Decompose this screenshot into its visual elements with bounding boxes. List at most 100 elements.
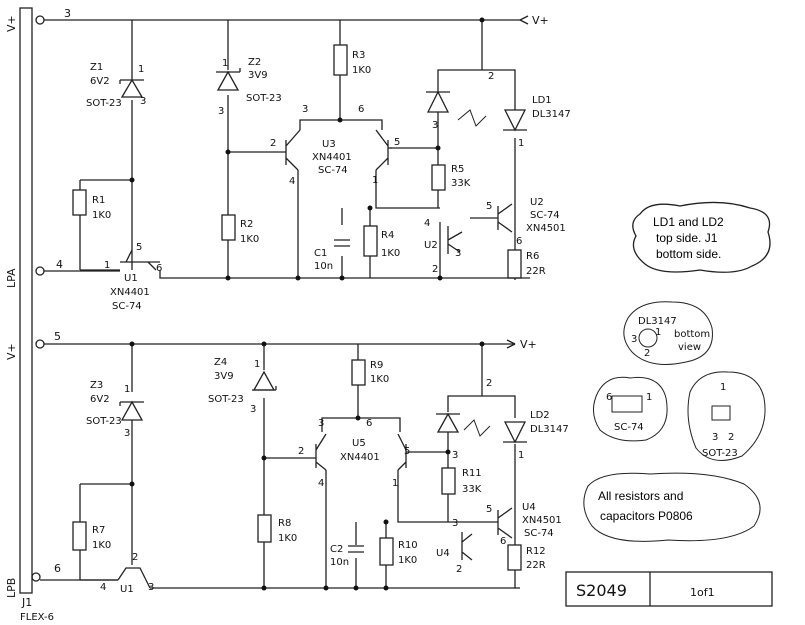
z2-pin3: 3 xyxy=(218,106,224,117)
sc74-label: SC-74 xyxy=(614,422,644,433)
resistor-r7 xyxy=(72,521,87,551)
resistor-r11 xyxy=(441,467,456,495)
transistor-u1 xyxy=(120,249,160,271)
sot23-package-icon xyxy=(711,405,731,421)
sot23-pin3: 3 xyxy=(712,432,718,443)
vplus-bottom-arrow xyxy=(506,339,516,349)
title-block xyxy=(565,571,773,607)
dl3147-pin2: 2 xyxy=(644,348,650,359)
r6-value: 22R xyxy=(526,266,546,277)
u3-pin4: 4 xyxy=(289,176,295,187)
r7-value: 1K0 xyxy=(92,540,111,551)
u5-pin5: 5 xyxy=(404,446,410,457)
r12-ref: R12 xyxy=(526,546,546,557)
r12-value: 22R xyxy=(526,560,546,571)
zener-z1 xyxy=(119,78,144,98)
u3-ref: U3 xyxy=(322,139,336,150)
u2-ref: U2 xyxy=(530,197,544,208)
z3-value: 6V2 xyxy=(90,394,110,405)
sc74-pin6: 6 xyxy=(606,392,612,403)
ld1-part: DL3147 xyxy=(532,109,571,120)
r4-value: 1K0 xyxy=(381,248,400,259)
j1-pin4-terminal xyxy=(35,266,45,276)
u4-part: XN4501 xyxy=(522,515,562,526)
u2-pin5: 5 xyxy=(486,201,492,212)
bottom-wires xyxy=(40,343,520,589)
z2-pin1: 1 xyxy=(222,58,228,69)
sot23-bubble xyxy=(687,371,766,461)
r4-ref: R4 xyxy=(381,230,394,241)
vplus-bottom-text: V+ xyxy=(520,338,537,351)
sc74-bubble xyxy=(593,376,668,442)
z3-pin1: 1 xyxy=(124,384,130,395)
j1-ref-label: J1 xyxy=(21,596,32,609)
zener-z3 xyxy=(119,400,144,421)
r9-value: 1K0 xyxy=(370,374,389,385)
ld2-ref: LD2 xyxy=(530,410,550,421)
u4-pin3: 3 xyxy=(452,518,458,529)
z4-pin1: 1 xyxy=(254,359,260,370)
z2-ref: Z2 xyxy=(248,57,261,68)
u5-pin1: 1 xyxy=(392,478,398,489)
u2-pin4: 4 xyxy=(424,218,430,229)
r2-ref: R2 xyxy=(240,219,253,230)
connector-j1-body xyxy=(19,7,33,594)
dl3147-pin3: 3 xyxy=(631,334,637,345)
j1-pin5-terminal xyxy=(35,339,45,349)
z1-value: 6V2 xyxy=(90,76,110,87)
u3-part: XN4401 xyxy=(312,152,352,163)
u5-pin4: 4 xyxy=(318,478,324,489)
ld1-pin2: 2 xyxy=(488,71,494,82)
z1-pin1: 1 xyxy=(138,64,144,75)
u2-pin3: 3 xyxy=(455,248,461,259)
vplus-top-arrow xyxy=(519,15,529,25)
cloud-line-3: bottom side. xyxy=(656,247,721,261)
u5-ref: U5 xyxy=(352,438,366,449)
u5-pin6: 6 xyxy=(366,418,372,429)
capacitor-c1 xyxy=(334,239,350,247)
r3-value: 1K0 xyxy=(352,65,371,76)
u2-pin2: 2 xyxy=(432,264,438,275)
j1-type-label: FLEX-6 xyxy=(20,612,54,623)
u1-pkg: SC-74 xyxy=(112,301,142,312)
z4-pin3: 3 xyxy=(250,404,256,415)
zener-z2 xyxy=(216,68,241,91)
z3-ref: Z3 xyxy=(90,380,103,391)
r7-ref: R7 xyxy=(92,525,105,536)
u3-pin1: 1 xyxy=(372,175,378,186)
zener-z4 xyxy=(252,370,277,391)
net-vplus-top-label: V+ xyxy=(5,15,18,32)
net-lpb-label: LPB xyxy=(5,578,18,598)
resistors-note-bubble xyxy=(583,472,761,542)
net-vplus-mid-label: V+ xyxy=(5,343,18,360)
r11-value: 33K xyxy=(462,484,482,495)
ld2-pin1: 1 xyxy=(518,450,524,461)
transistor-u5 xyxy=(315,433,407,471)
dl3147-package-icon xyxy=(638,328,658,348)
ld2-part: DL3147 xyxy=(530,424,569,435)
u1b-pin2: 2 xyxy=(132,552,138,563)
c1-value: 10n xyxy=(314,261,333,272)
dl3147-pin1: 1 xyxy=(655,327,661,338)
cloud-line-1: LD1 and LD2 xyxy=(653,215,724,229)
dl3147-view-1: bottom xyxy=(674,329,710,340)
r5-value: 33K xyxy=(451,178,471,189)
u4-alt-ref: U4 xyxy=(436,548,450,559)
net-lpa-label: LPA xyxy=(5,268,18,288)
ld1-pin1: 1 xyxy=(518,138,524,149)
u1-pin5: 5 xyxy=(136,242,142,253)
u1-pin1: 1 xyxy=(104,260,110,271)
resistor-r10 xyxy=(379,537,394,566)
r6-ref: R6 xyxy=(526,251,539,262)
ld2-pin3: 3 xyxy=(452,450,458,461)
notes-cloud xyxy=(632,201,771,273)
cloud-line-2: top side. J1 xyxy=(656,231,718,245)
sot23-label: SOT-23 xyxy=(702,448,738,459)
sot23-pin1: 1 xyxy=(720,382,726,393)
u4-pin2: 2 xyxy=(456,564,462,575)
j1-pin3-terminal xyxy=(35,15,45,25)
z2-pkg: SOT-23 xyxy=(246,93,282,104)
transistor-u1-bottom xyxy=(117,567,147,581)
